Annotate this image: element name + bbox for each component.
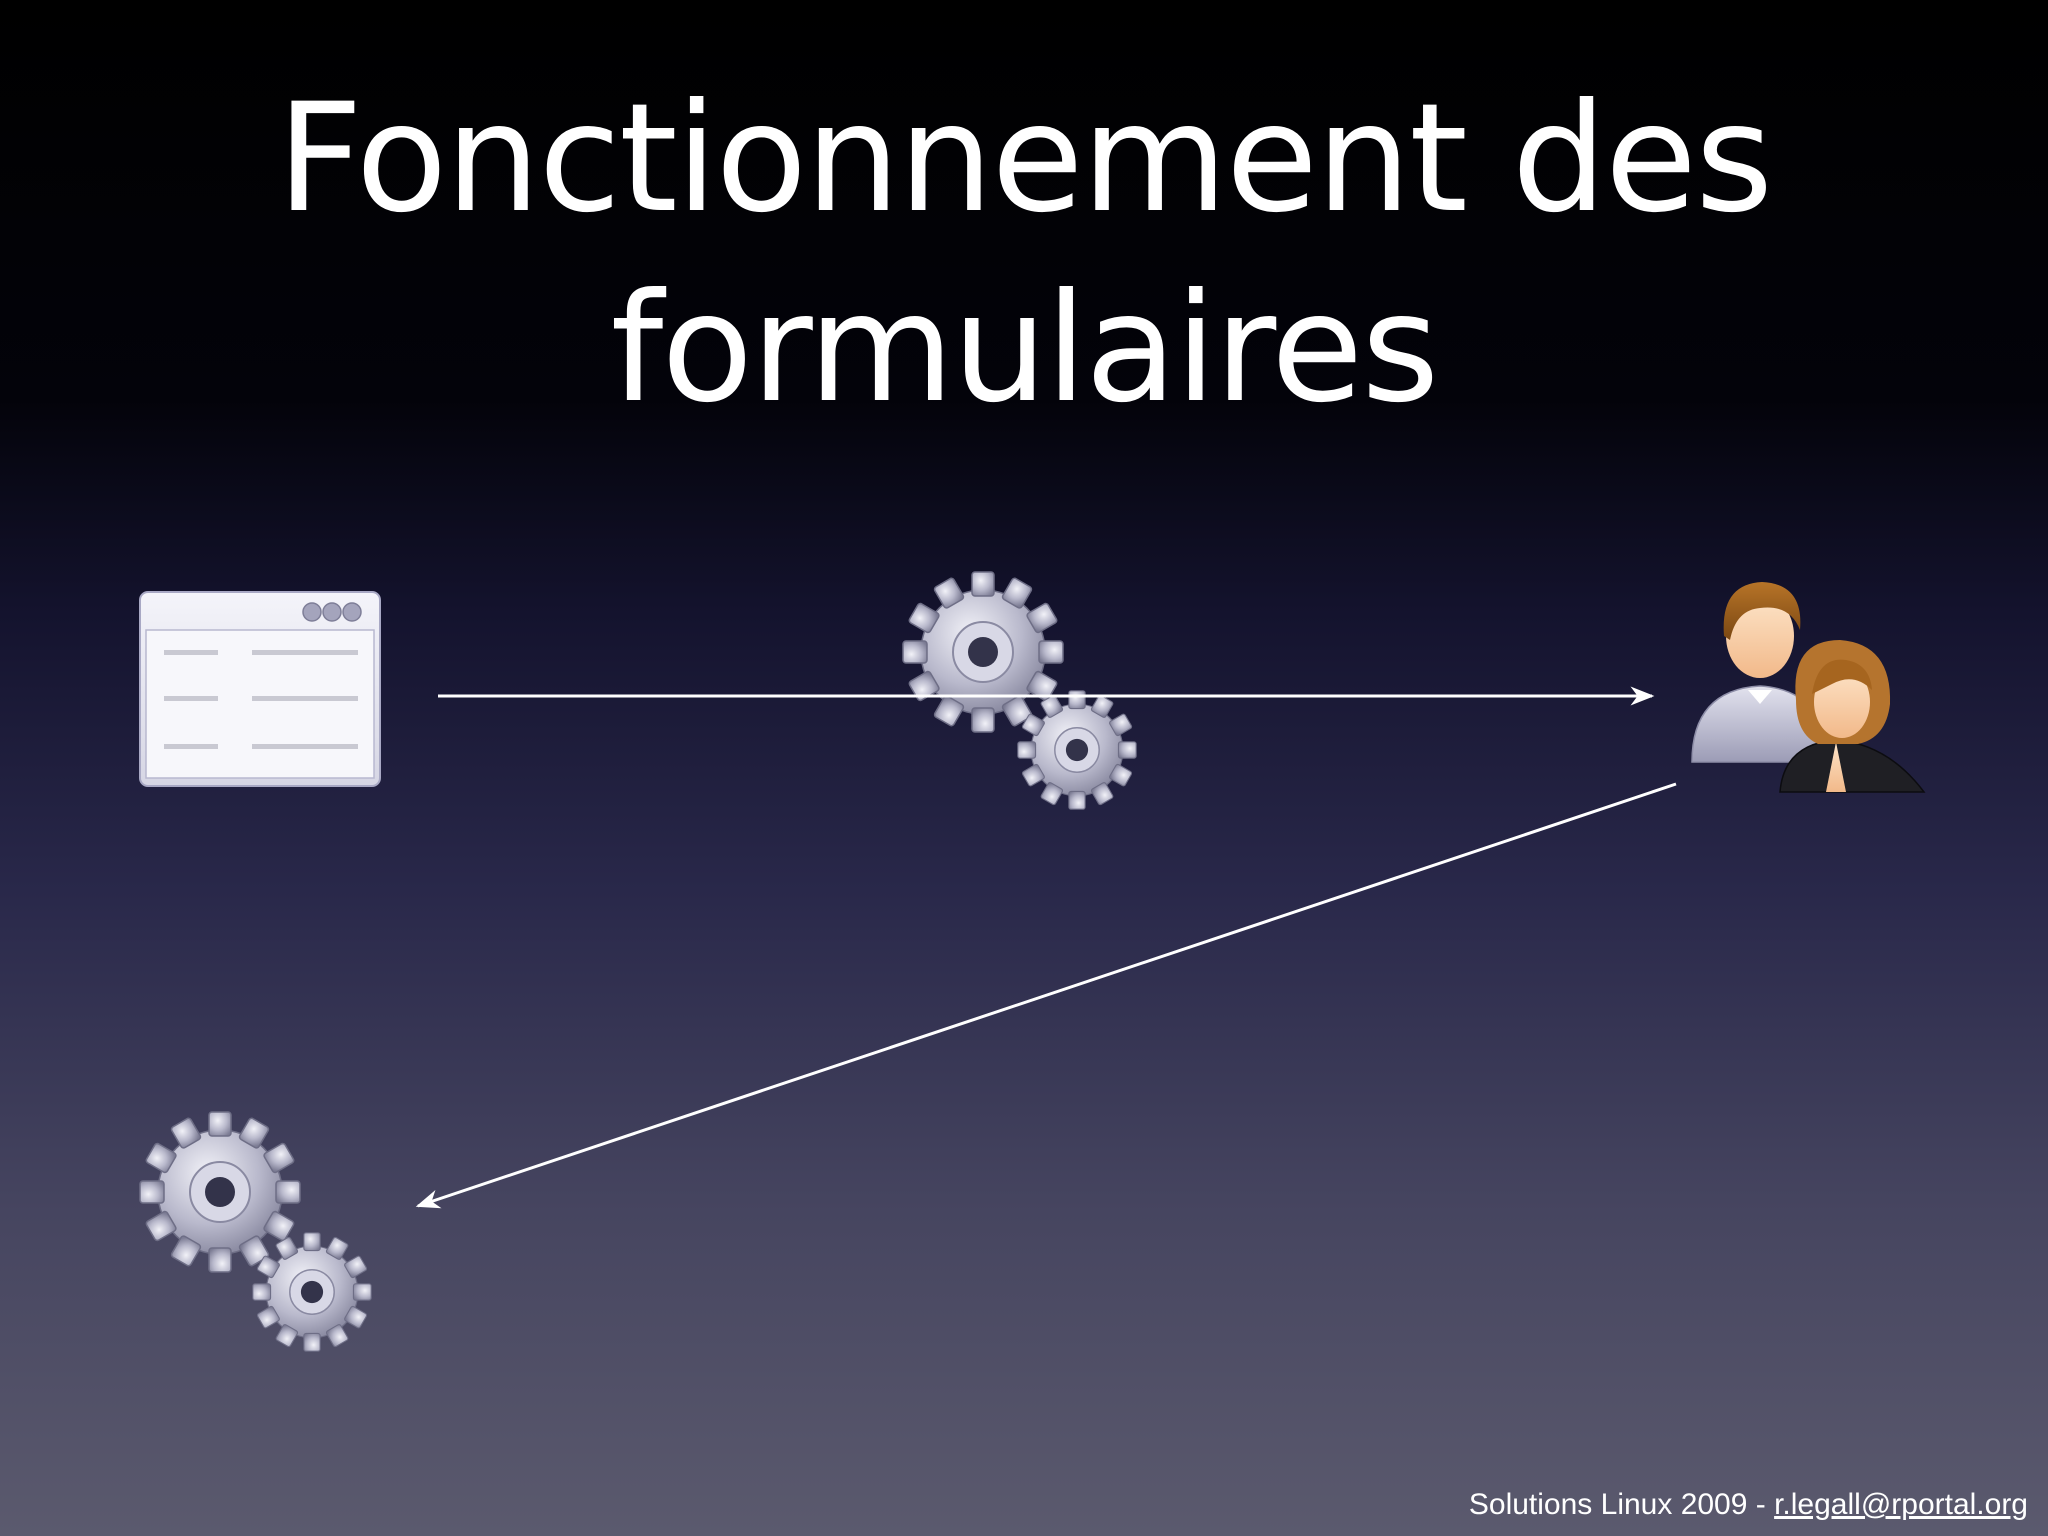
arrow-users-to-result (415, 782, 1677, 1209)
form-window-icon (139, 591, 381, 787)
gears-icon (902, 571, 1137, 810)
email-link[interactable]: r.legall@rportal.org (1774, 1488, 2028, 1521)
title-line-2: formulaires (610, 262, 1440, 436)
slide-title: Fonctionnement des formulaires (0, 64, 2048, 444)
users-icon (1691, 582, 1926, 793)
footer: Solutions Linux 2009 - r.legall@rportal.… (1469, 1488, 2028, 1522)
result-gears-icon (139, 1111, 372, 1352)
footer-text: Solutions Linux 2009 - (1468, 1488, 1775, 1521)
title-line-1: Fonctionnement des (276, 72, 1774, 246)
